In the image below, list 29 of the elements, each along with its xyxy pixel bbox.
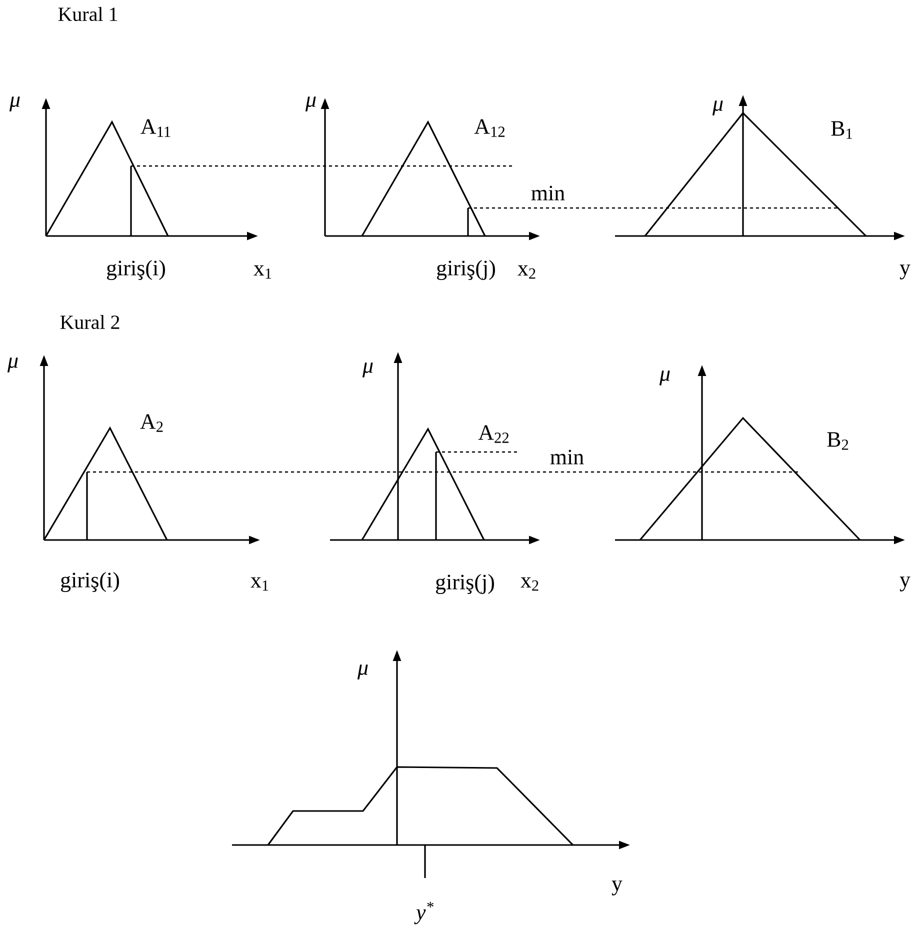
input-label: giriş(j)	[437, 260, 495, 280]
axis-label: μ	[362, 362, 373, 378]
axis-label: y	[612, 880, 622, 896]
axis-label: μ	[712, 100, 723, 116]
axis-label: x$_{1}$	[254, 265, 272, 279]
set-label: A$_{2}$	[140, 414, 163, 432]
axis-label: μ	[305, 96, 316, 112]
axis-label: x$_{2}$	[518, 265, 536, 279]
input-label: giriş(j)	[436, 574, 494, 594]
operator-label: min	[531, 186, 565, 200]
axis-label: x$_{2}$	[520, 577, 538, 591]
axis-label: y	[900, 576, 910, 592]
axis-label: μ	[9, 96, 20, 112]
axis-label: x$_{1}$	[250, 577, 268, 591]
input-label: giriş(i)	[107, 260, 165, 280]
set-label: A$_{12}$	[474, 119, 505, 137]
set-label: A$_{11}$	[140, 119, 170, 137]
axis-label: μ	[357, 664, 368, 680]
axis-label: μ	[7, 358, 18, 372]
operator-label: min	[550, 450, 584, 464]
input-label: giriş(i)	[61, 572, 119, 592]
output-label: y$^{*}$	[414, 902, 434, 924]
axis-label: y	[900, 264, 910, 280]
rule-heading: Kural 1	[58, 6, 118, 22]
set-label: B$_{2}$	[827, 432, 848, 450]
set-label: B$_{1}$	[831, 121, 852, 139]
set-label: A$_{22}$	[478, 425, 509, 443]
axis-label: μ	[659, 370, 670, 386]
rule-heading: Kural 2	[60, 314, 120, 330]
